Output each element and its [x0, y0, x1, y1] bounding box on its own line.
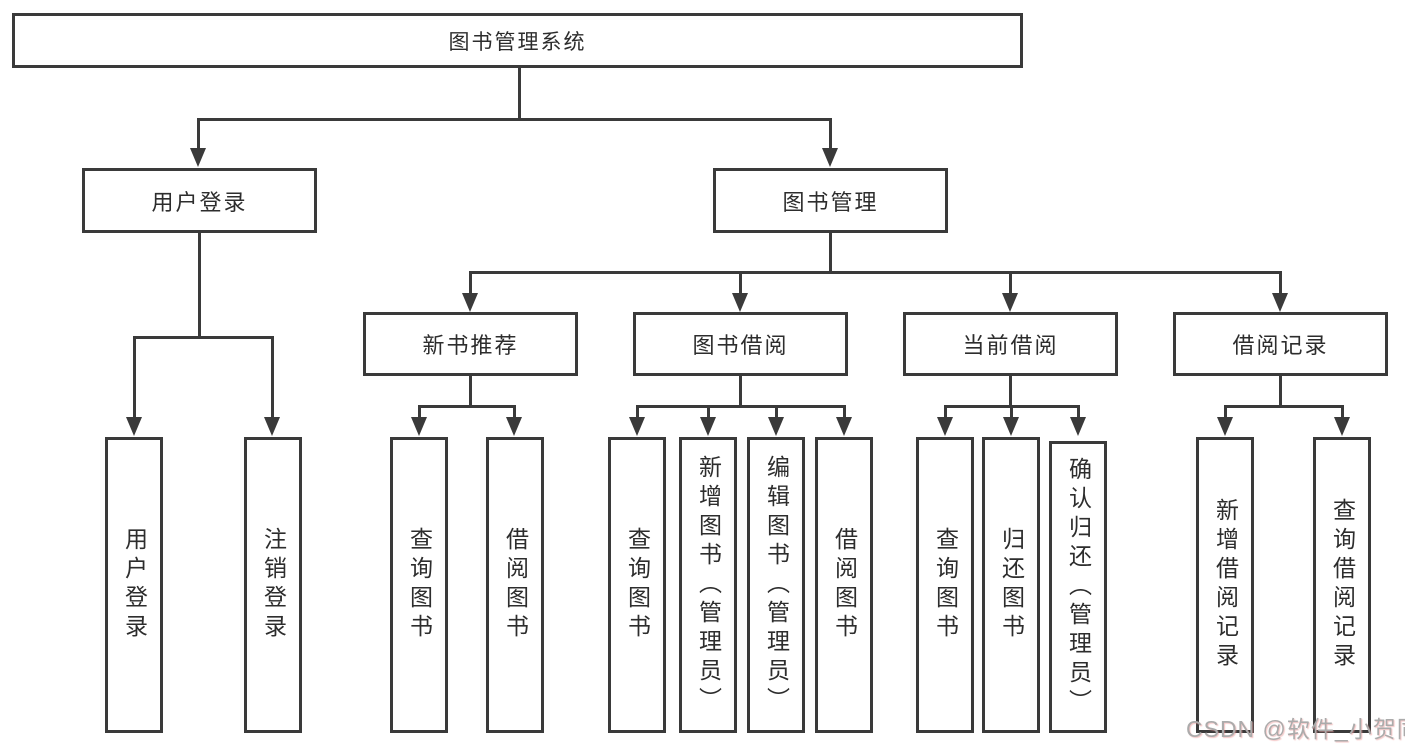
node-label: 注销登录	[260, 527, 287, 643]
node-book-management: 图书管理	[713, 168, 948, 233]
leaf-confirm-return-admin: 确认归还（管理员）	[1049, 441, 1107, 733]
leaf-borrow-books: 借阅图书	[815, 437, 873, 733]
connector-line	[1077, 405, 1080, 419]
connector-line	[418, 405, 421, 419]
leaf-logout: 注销登录	[244, 437, 302, 733]
arrow-down-icon	[1003, 417, 1019, 436]
node-current-borrowing: 当前借阅	[903, 312, 1118, 376]
node-label: 确认归还（管理员）	[1065, 456, 1092, 718]
leaf-add-books-admin: 新增图书（管理员）	[679, 437, 737, 733]
leaf-user-login: 用户登录	[105, 437, 163, 733]
connector-line	[1341, 405, 1344, 419]
node-label: 借阅记录	[1232, 333, 1329, 358]
node-label: 新增借阅记录	[1212, 498, 1239, 672]
leaf-edit-books-admin: 编辑图书（管理员）	[747, 437, 805, 733]
connector-line	[469, 271, 472, 295]
connector-line	[739, 376, 742, 405]
leaf-return-books: 归还图书	[982, 437, 1040, 733]
connector-line	[518, 67, 521, 118]
connector-line	[198, 233, 201, 336]
connector-line	[707, 405, 710, 419]
arrow-down-icon	[768, 417, 784, 436]
node-label: 当前借阅	[962, 333, 1059, 358]
node-label: 新增图书（管理员）	[695, 454, 722, 716]
connector-line	[944, 405, 947, 419]
node-label: 查询借阅记录	[1329, 498, 1356, 672]
connector-line	[739, 271, 742, 295]
arrow-down-icon	[937, 417, 953, 436]
leaf-add-borrow-record: 新增借阅记录	[1196, 437, 1254, 733]
arrow-down-icon	[1272, 293, 1288, 312]
node-label: 图书管理	[782, 189, 879, 215]
connector-line	[133, 336, 273, 339]
leaf-query-books: 查询图书	[608, 437, 666, 733]
arrow-down-icon	[506, 417, 522, 436]
arrow-down-icon	[190, 148, 206, 167]
node-library-management-system: 图书管理系统	[12, 13, 1023, 68]
node-label: 借阅图书	[502, 527, 529, 643]
leaf-query-books: 查询图书	[916, 437, 974, 733]
arrow-down-icon	[1070, 417, 1086, 436]
csdn-watermark: CSDN @软件_小贺同学	[1186, 716, 1405, 742]
node-label: 图书借阅	[692, 333, 789, 358]
node-label: 用户登录	[151, 189, 248, 215]
node-label: 查询图书	[406, 527, 433, 643]
connector-line	[1224, 405, 1227, 419]
connector-line	[843, 405, 846, 419]
connector-line	[418, 405, 516, 408]
node-user-login: 用户登录	[82, 168, 317, 233]
arrow-down-icon	[629, 417, 645, 436]
arrow-down-icon	[1217, 417, 1233, 436]
connector-line	[775, 405, 778, 419]
connector-line	[271, 336, 274, 418]
connector-line	[469, 271, 1282, 274]
node-label: 新书推荐	[422, 333, 519, 358]
node-new-book-recommendation: 新书推荐	[363, 312, 578, 376]
connector-line	[829, 233, 832, 271]
node-borrowing-records: 借阅记录	[1173, 312, 1388, 376]
connector-line	[1009, 271, 1012, 295]
connector-line	[1224, 405, 1344, 408]
connector-line	[829, 118, 832, 149]
connector-line	[1009, 376, 1012, 405]
connector-line	[133, 336, 136, 418]
arrow-down-icon	[836, 417, 852, 436]
connector-line	[513, 405, 516, 419]
connector-line	[636, 405, 639, 419]
arrow-down-icon	[700, 417, 716, 436]
node-label: 查询图书	[932, 527, 959, 643]
connector-line	[1010, 405, 1013, 419]
node-label: 编辑图书（管理员）	[763, 454, 790, 716]
leaf-query-borrow-record: 查询借阅记录	[1313, 437, 1371, 733]
connector-line	[197, 118, 832, 121]
arrow-down-icon	[1002, 293, 1018, 312]
connector-line	[1279, 271, 1282, 295]
arrow-down-icon	[264, 417, 280, 436]
arrow-down-icon	[822, 148, 838, 167]
connector-line	[1279, 376, 1282, 405]
node-label: 图书管理系统	[448, 30, 587, 54]
node-label: 用户登录	[121, 527, 148, 643]
node-label: 借阅图书	[831, 527, 858, 643]
node-book-borrowing: 图书借阅	[633, 312, 848, 376]
arrow-down-icon	[732, 293, 748, 312]
node-label: 归还图书	[998, 527, 1025, 643]
arrow-down-icon	[411, 417, 427, 436]
connector-line	[636, 405, 846, 408]
connector-line	[469, 376, 472, 405]
arrow-down-icon	[126, 417, 142, 436]
leaf-borrow-books: 借阅图书	[486, 437, 544, 733]
node-label: 查询图书	[624, 527, 651, 643]
connector-line	[197, 118, 200, 149]
arrow-down-icon	[462, 293, 478, 312]
arrow-down-icon	[1334, 417, 1350, 436]
leaf-query-books: 查询图书	[390, 437, 448, 733]
